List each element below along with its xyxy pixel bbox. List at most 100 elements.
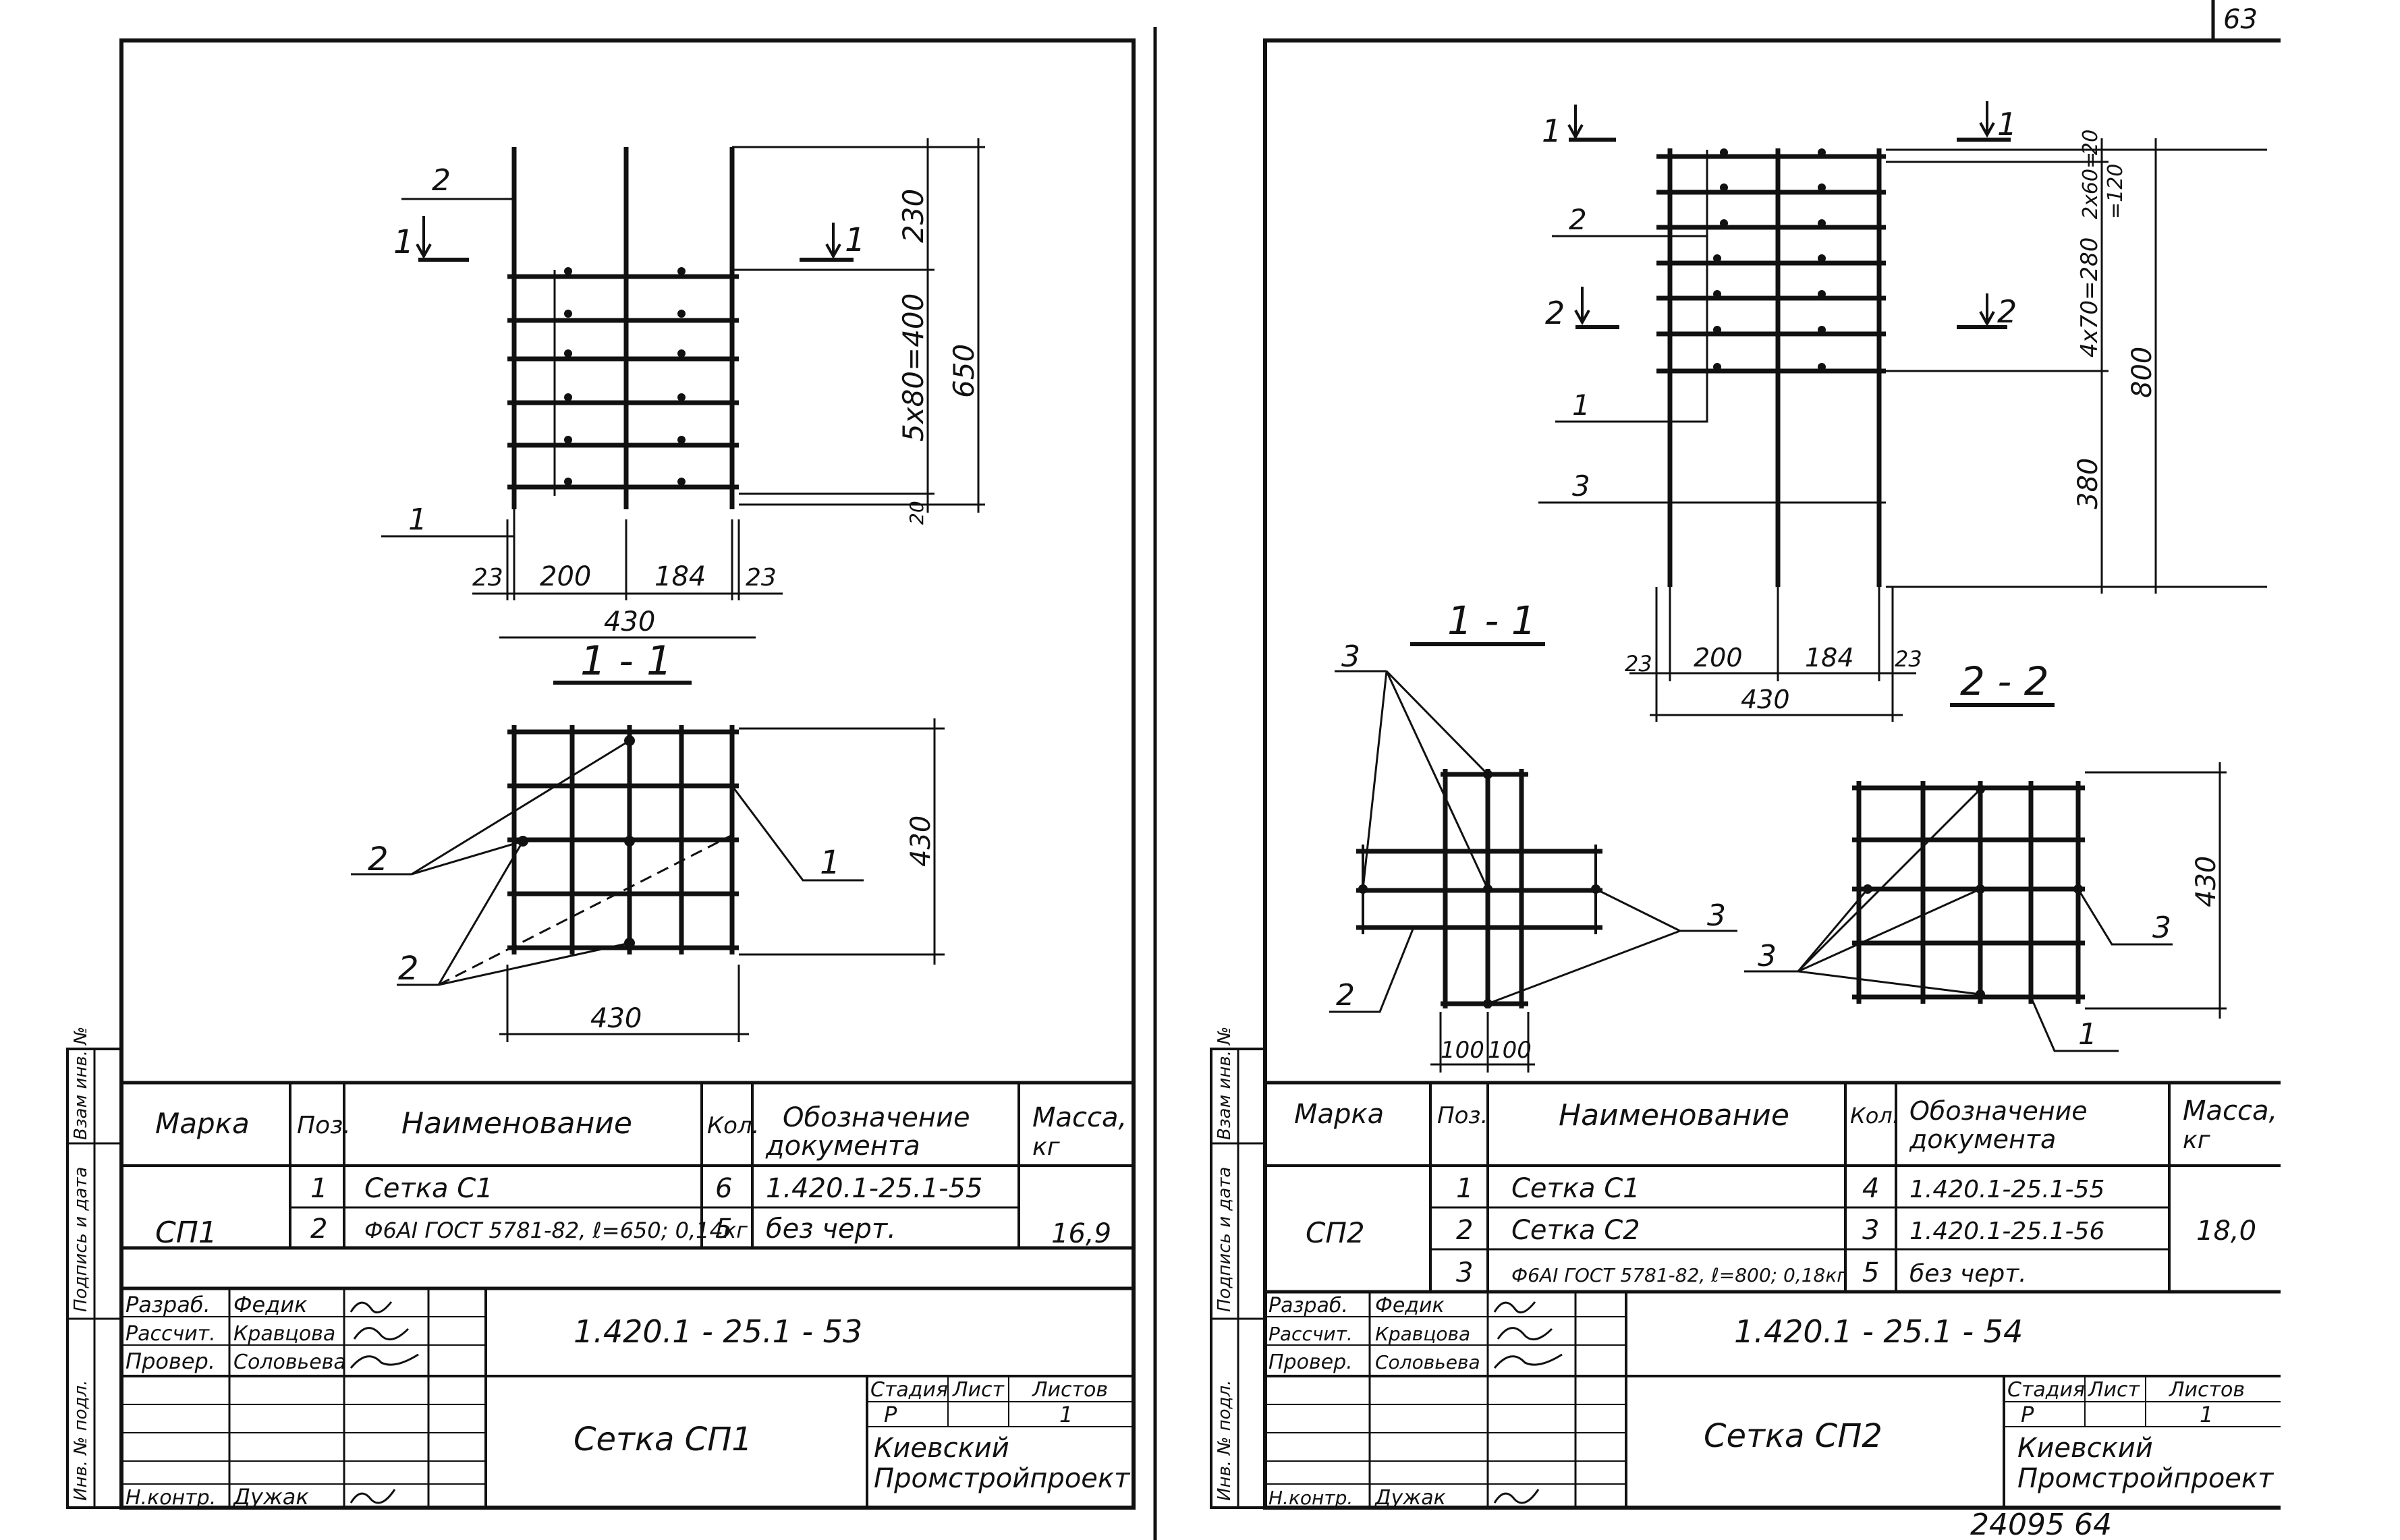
- table-row: 1 Сетка С1 4 1.420.1-25.1-55: [1456, 1173, 2104, 1204]
- right-mesh-elevation: 1 1 2 2: [1538, 101, 2267, 722]
- pos-label-1: 1: [408, 503, 427, 537]
- side-label-1: Взам инв. №: [71, 1027, 91, 1140]
- side-label-2: Подпись и дата: [1215, 1167, 1235, 1312]
- section-title-2-2: 2 - 2: [1960, 658, 2049, 704]
- section-label-2a: 2: [368, 840, 389, 878]
- right-frame: [1263, 38, 2281, 1510]
- dim-184: 184: [654, 561, 706, 592]
- stamp-role: Разраб.: [1268, 1294, 1348, 1317]
- table-row: 3 Ф6АI ГОСТ 5781-82, ℓ=800; 0,18кг 5 без…: [1456, 1257, 2027, 1288]
- th-kol: Кол.: [707, 1112, 759, 1139]
- dim-100-right: 100: [1488, 1037, 1532, 1064]
- svg-text:1: 1: [845, 221, 866, 259]
- right-spec-table: Марка Поз. Наименование Кол. Обозначение…: [1263, 1081, 2281, 1294]
- table-row: 1 Сетка С1 6 1.420.1-25.1-55: [310, 1173, 983, 1204]
- stamp-role: Разраб.: [125, 1292, 211, 1317]
- svg-text:без черт.: без черт.: [766, 1214, 896, 1245]
- th-mass-2: кг: [1032, 1133, 1061, 1161]
- stamp-name: Дужак: [1374, 1486, 1446, 1510]
- dim-5x80: 5x80=400: [897, 293, 930, 442]
- right-sheet: Взам инв. № Подпись и дата Инв. № подл.: [1210, 38, 2281, 1510]
- svg-text:1.420.1-25.1-55: 1.420.1-25.1-55: [1909, 1176, 2104, 1203]
- stamp-name: Федик: [1375, 1294, 1445, 1317]
- stamp-title: Сетка СП1: [574, 1421, 752, 1458]
- stamp-name: Дужак: [232, 1484, 309, 1510]
- stamp-org-2: Промстройпроект: [874, 1463, 1131, 1494]
- side-label-2: Подпись и дата: [71, 1167, 91, 1312]
- cut-mark-1-right: 1: [1957, 101, 2017, 142]
- section-label-3c: 3: [1758, 939, 1777, 973]
- corner-number: 63: [2223, 4, 2258, 35]
- stamp-role: Н.контр.: [125, 1486, 216, 1510]
- stamp-sheet-header: Лист: [952, 1378, 1005, 1402]
- dim-430-bottom: 430: [590, 1003, 642, 1034]
- svg-text:5: 5: [1862, 1257, 1879, 1288]
- dim-4x70: 4x70=280: [2076, 237, 2103, 358]
- svg-text:3: 3: [1862, 1215, 1879, 1246]
- table-mark: СП2: [1306, 1216, 1365, 1249]
- stamp-org-1: Киевский: [874, 1433, 1009, 1464]
- section-label-2: 2: [1336, 978, 1355, 1013]
- pos-label-3: 3: [1572, 469, 1590, 503]
- dim-23-right: 23: [746, 564, 777, 592]
- dim-200: 200: [540, 561, 591, 592]
- stamp-sheets: 1: [2200, 1402, 2213, 1427]
- dim-800: 800: [2127, 347, 2158, 398]
- right-section-1-1: 1 - 1 3 2: [1329, 598, 1737, 1073]
- th-doc-2: документа: [1909, 1124, 2056, 1154]
- dim-430-vertical: 430: [2191, 856, 2222, 907]
- th-kol: Кол.: [1850, 1103, 1899, 1129]
- th-doc-1: Обозначение: [1909, 1096, 2088, 1126]
- dim-23-right: 23: [1895, 646, 1922, 672]
- cut-mark-right: 1: [800, 221, 866, 262]
- side-label-1: Взам инв. №: [1215, 1027, 1235, 1140]
- table-mass: 18,0: [2196, 1216, 2256, 1247]
- right-side-strip: Взам инв. № Подпись и дата Инв. № подл.: [1210, 1027, 1266, 1509]
- dim-120: =120: [2104, 164, 2127, 219]
- right-title-block: Разраб. Рассчит. Провер. Н.контр. Федик …: [1265, 1292, 2281, 1510]
- svg-text:1: 1: [1997, 106, 2017, 142]
- svg-text:без черт.: без черт.: [1909, 1260, 2027, 1288]
- dim-430: 430: [1741, 685, 1790, 714]
- stamp-role: Рассчит.: [1268, 1323, 1353, 1345]
- cut-mark-2-right: 2: [1957, 293, 2017, 330]
- svg-text:1: 1: [1542, 113, 1561, 149]
- stamp-name: Кравцова: [233, 1322, 335, 1346]
- th-mass-1: Масса,: [1032, 1102, 1127, 1133]
- svg-text:1: 1: [393, 223, 414, 261]
- left-sheet: Взам инв. № Подпись и дата Инв. № подл.: [66, 38, 1136, 1510]
- stamp-sheet-header: Лист: [2088, 1378, 2141, 1402]
- svg-text:1: 1: [1456, 1173, 1473, 1204]
- side-label-3: Инв. № подл.: [71, 1380, 91, 1501]
- svg-text:1.420.1-25.1-56: 1.420.1-25.1-56: [1909, 1218, 2104, 1245]
- left-spec-table: Марка Поз. Наименование Кол. Обозначение…: [119, 1081, 1136, 1250]
- pos-label-2: 2: [432, 163, 451, 198]
- cut-mark-2-left: 2: [1545, 287, 1619, 331]
- svg-text:Сетка С2: Сетка С2: [1511, 1215, 1640, 1246]
- svg-text:2: 2: [310, 1214, 327, 1245]
- stamp-name: Соловьева: [1375, 1351, 1480, 1373]
- stamp-org-2: Промстройпроект: [2017, 1463, 2275, 1494]
- dim-230: 230: [897, 189, 930, 243]
- table-row: 2 Ф6АI ГОСТ 5781-82, ℓ=650; 0,14кг 5 без…: [310, 1214, 896, 1245]
- th-poz: Поз.: [1437, 1102, 1488, 1129]
- dim-200: 200: [1694, 643, 1743, 673]
- left-title-block: Разраб. Рассчит. Провер. Н.контр. Федик …: [121, 1286, 1134, 1510]
- th-doc-2: документа: [765, 1131, 920, 1162]
- dim-20: 20: [2079, 130, 2102, 155]
- stamp-org-1: Киевский: [2017, 1433, 2153, 1464]
- stamp-role: Провер.: [125, 1348, 215, 1374]
- section-title-1-1: 1 - 1: [1447, 598, 1536, 644]
- bottom-number: 24095 64: [1970, 1508, 2112, 1540]
- svg-text:2: 2: [1456, 1215, 1473, 1246]
- signatures: [350, 1301, 419, 1504]
- dim-430: 430: [604, 606, 655, 637]
- svg-text:Ф6АI ГОСТ 5781-82, ℓ=650; 0,1: Ф6АI ГОСТ 5781-82, ℓ=650; 0,14кг: [364, 1218, 748, 1243]
- svg-text:Ф6АI ГОСТ 5781-82, ℓ=800; 0,1: Ф6АI ГОСТ 5781-82, ℓ=800; 0,18кг: [1511, 1264, 1847, 1286]
- section-label-3a: 3: [1341, 639, 1360, 674]
- signatures: [1493, 1301, 1563, 1504]
- stamp-sheets: 1: [1059, 1402, 1073, 1427]
- section-label-3d: 3: [2152, 911, 2171, 945]
- table-row: 2 Сетка С2 3 1.420.1-25.1-56: [1456, 1215, 2104, 1246]
